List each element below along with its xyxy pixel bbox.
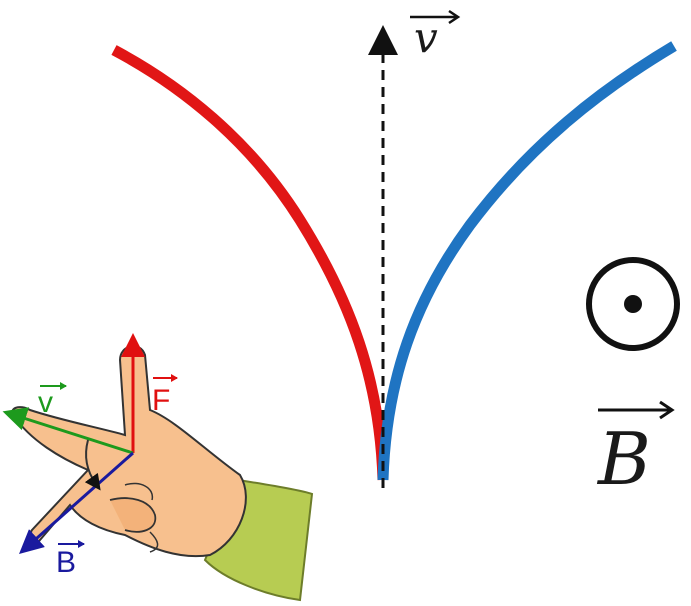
- svg-text:F: F: [152, 384, 170, 417]
- red-trajectory: [111, 45, 389, 481]
- right-hand-rule: v F B: [2, 333, 314, 602]
- velocity-label: v: [410, 9, 461, 62]
- hand-f-label: F: [152, 374, 178, 417]
- rotation-arc: [84, 439, 101, 491]
- velocity-vector: [2, 407, 134, 455]
- svg-text:v: v: [38, 386, 53, 419]
- svg-text:v: v: [414, 13, 438, 62]
- svg-text:B: B: [56, 546, 76, 579]
- hand-b-label: B: [56, 540, 85, 579]
- hand-v-label: v: [38, 382, 67, 419]
- field-label: B: [596, 400, 675, 501]
- field-vector: [19, 451, 134, 554]
- blue-trajectory: [377, 41, 677, 481]
- field-out-of-page-symbol: [586, 257, 680, 351]
- svg-text:B: B: [596, 417, 651, 501]
